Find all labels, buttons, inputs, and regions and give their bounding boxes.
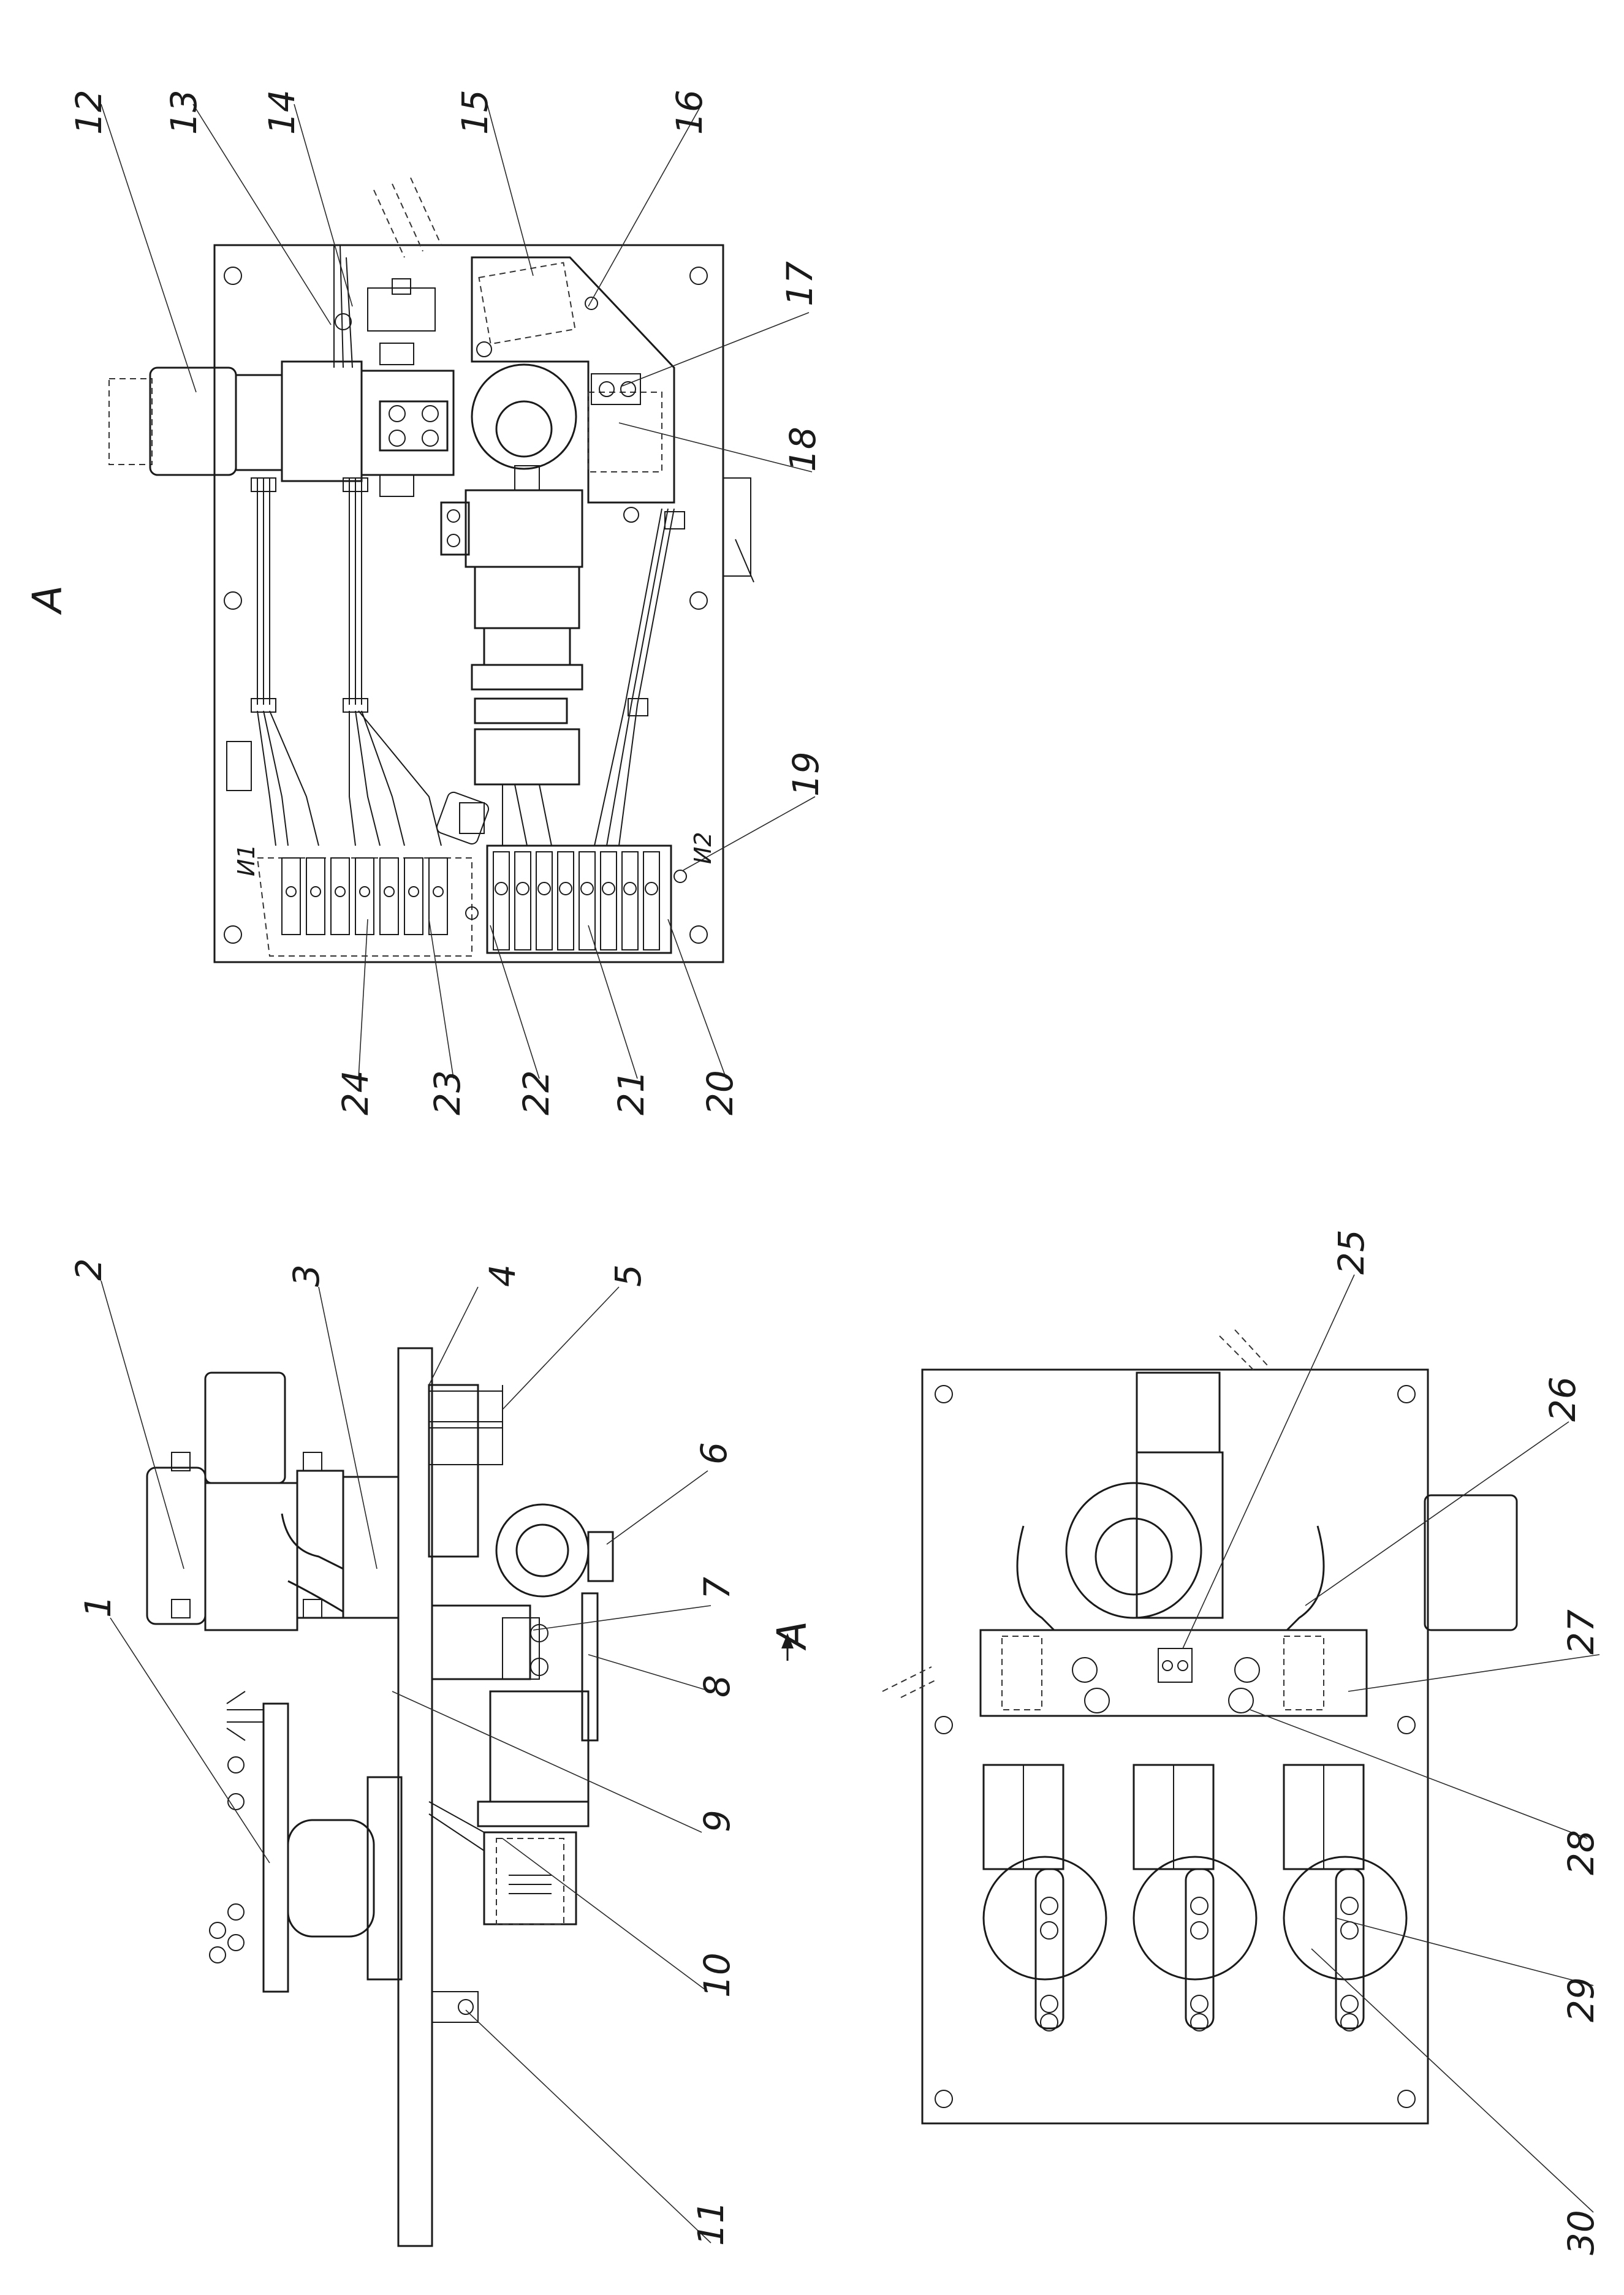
phase-contact-2 (1133, 1764, 1258, 2031)
view-a-mounting-holes (224, 267, 708, 944)
side-view-base-plate (397, 1347, 433, 2247)
callout-7: 7 (696, 1577, 738, 1599)
insulator (209, 1691, 403, 1993)
callout-numbers: 1 2 3 4 5 6 7 8 9 10 11 12 13 14 15 16 1… (68, 89, 1602, 2255)
view-a-base-plate (213, 244, 724, 963)
callout-13: 13 (163, 89, 205, 135)
callout-10: 10 (696, 1952, 738, 1998)
callout-12: 12 (68, 89, 110, 135)
callout-30: 30 (1560, 2210, 1602, 2255)
view-a-label: А (24, 585, 71, 615)
callout-9: 9 (696, 1810, 738, 1832)
phase-contact-1 (982, 1764, 1107, 2031)
cam-and-actuator (436, 363, 583, 845)
microswitch-assembly (335, 177, 675, 523)
side-view (146, 1347, 794, 2247)
cable-bundles-right (226, 477, 754, 846)
front-view-mounting-holes (935, 1385, 1416, 2108)
callout-8: 8 (696, 1675, 738, 1698)
drive-mechanism (428, 1384, 614, 2023)
callout-29: 29 (1560, 1977, 1602, 2022)
callout-26: 26 (1542, 1376, 1584, 1422)
terminal-block-i2 (465, 844, 687, 954)
callout-22: 22 (515, 1070, 557, 1115)
front-upper-mechanism (882, 1329, 1518, 1717)
callout-20: 20 (699, 1070, 741, 1115)
callout-19: 19 (785, 751, 827, 797)
contactor (146, 1371, 400, 1631)
callout-leaders (101, 104, 1600, 2244)
callout-25: 25 (1330, 1229, 1372, 1275)
callout-3: 3 (286, 1264, 327, 1287)
callout-14: 14 (261, 89, 303, 135)
front-view (882, 1329, 1518, 2125)
callout-11: 11 (690, 2201, 732, 2246)
callout-5: 5 (607, 1264, 649, 1287)
view-a-arrow-label: А (768, 1621, 816, 1651)
callout-21: 21 (610, 1070, 652, 1115)
marker-i2: И2 (689, 832, 716, 864)
callout-28: 28 (1560, 1830, 1602, 1875)
front-view-base-plate (921, 1368, 1429, 2125)
callout-27: 27 (1560, 1609, 1602, 1655)
view-labels: А А И1 И2 (24, 585, 816, 1651)
callout-4: 4 (482, 1264, 523, 1287)
terminal-block-i1 (256, 857, 472, 957)
callout-15: 15 (454, 89, 496, 135)
callout-1: 1 (77, 1595, 119, 1618)
callout-18: 18 (782, 427, 824, 472)
callout-23: 23 (427, 1070, 468, 1115)
callout-16: 16 (669, 89, 710, 135)
phase-contact-3 (1283, 1764, 1408, 2031)
view-a-arrow (781, 1633, 794, 1661)
callout-17: 17 (779, 261, 821, 306)
callout-24: 24 (335, 1070, 376, 1115)
callout-2: 2 (68, 1258, 110, 1281)
coil-unit (108, 343, 455, 497)
cable-bundles-left (251, 245, 442, 846)
view-a (108, 177, 754, 963)
callout-6: 6 (693, 1442, 735, 1465)
marker-i1: И1 (233, 844, 260, 876)
